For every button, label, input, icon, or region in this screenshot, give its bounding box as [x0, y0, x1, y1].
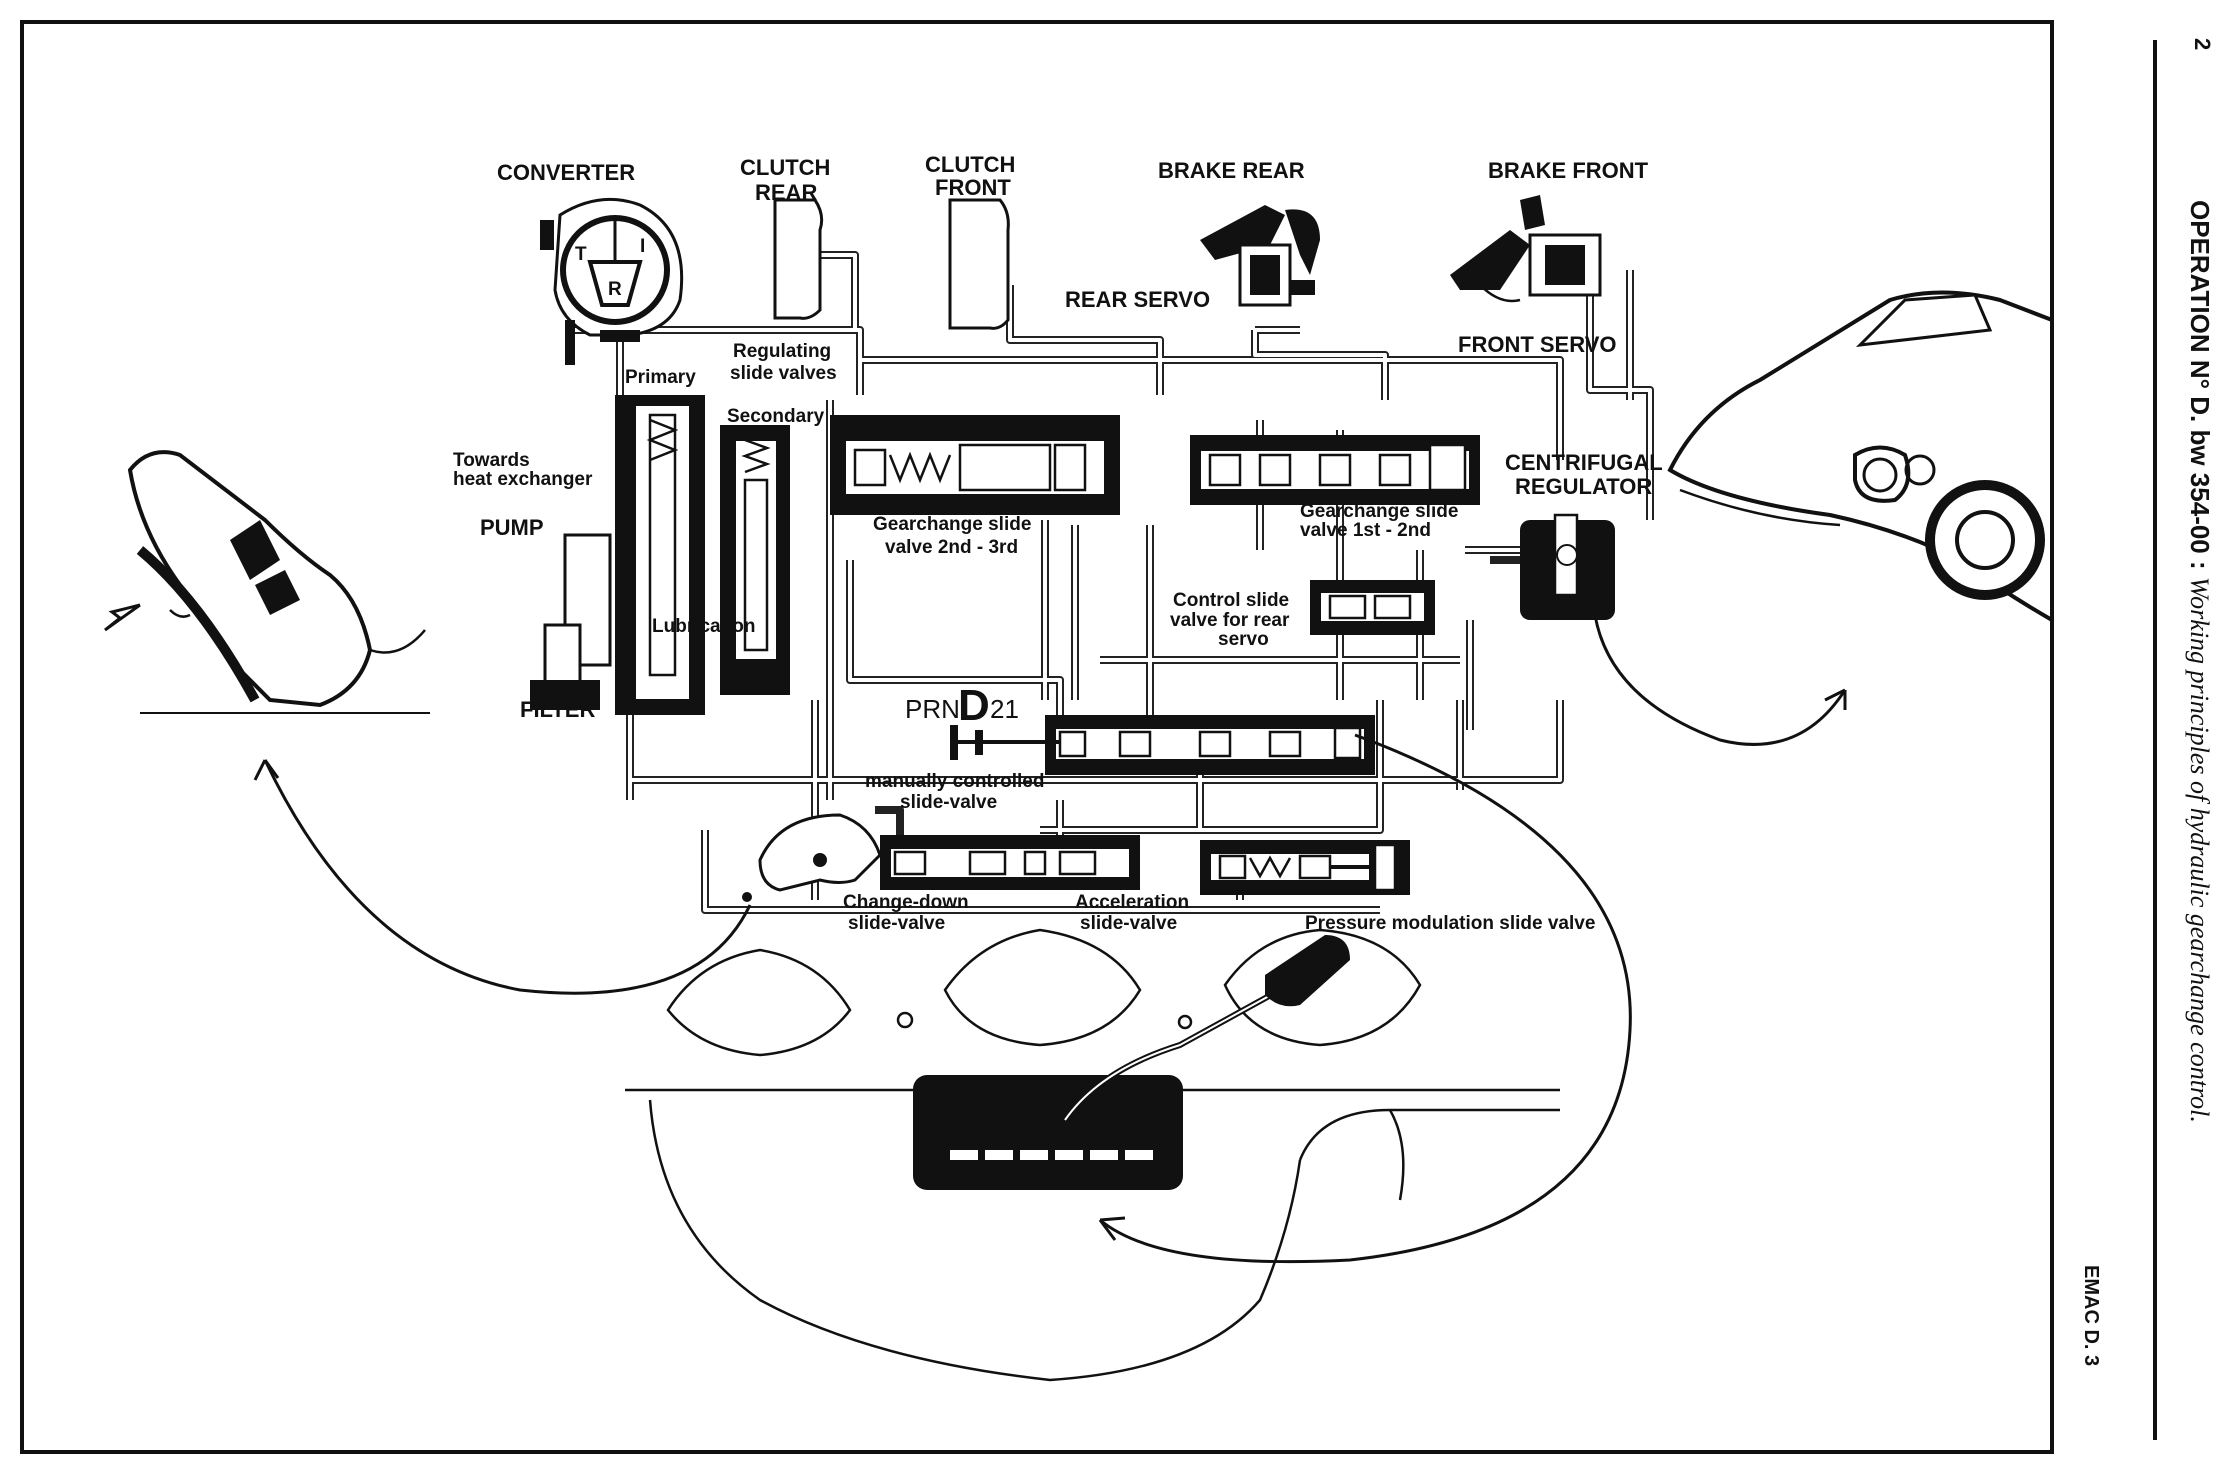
label-rear-servo: REAR SERVO	[1065, 287, 1210, 312]
pressure-modulation-valve	[1200, 840, 1410, 895]
linkage-arrows	[253, 614, 1847, 1264]
label-changedown-1: Change-down	[843, 892, 969, 913]
label-acceleration-2: slide-valve	[1080, 913, 1177, 934]
gearchange-valve-1st-2nd	[1190, 435, 1480, 505]
label-control-1: Control slide	[1173, 590, 1289, 611]
label-clutch-rear-1: CLUTCH	[740, 155, 830, 180]
label-gearchange-23-2: valve 2nd - 3rd	[885, 537, 1018, 558]
label-towards-1: Towards	[453, 450, 530, 471]
gearchange-valve-2nd-3rd	[830, 415, 1120, 515]
car-illustration	[1667, 290, 2054, 624]
label-centrifugal-1: CENTRIFUGAL	[1505, 450, 1663, 475]
label-clutch-front-1: CLUTCH	[925, 152, 1015, 177]
accelerator-cam	[742, 813, 882, 902]
label-gearchange-12-1: Gearchange slide	[1300, 501, 1458, 522]
label-gearchange-12-2: valve 1st - 2nd	[1300, 520, 1431, 541]
label-brake-front: BRAKE FRONT	[1488, 158, 1649, 183]
label-selector-prn: PRN	[905, 694, 960, 724]
pump-regulating-block	[530, 395, 790, 715]
label-primary: Primary	[625, 367, 696, 388]
label-converter-t: T	[575, 244, 587, 265]
clutch-front-shape	[948, 198, 1010, 330]
label-centrifugal-2: REGULATOR	[1515, 474, 1652, 499]
label-pressure-mod: Pressure modulation slide valve	[1305, 913, 1595, 934]
label-regulating-2: slide valves	[730, 363, 837, 384]
centrifugal-regulator	[1490, 513, 1615, 620]
converter	[540, 197, 684, 365]
diagram-labels: CONVERTER T I R CLUTCH REAR CLUTCH FRONT…	[453, 152, 1663, 934]
label-changedown-2: slide-valve	[848, 913, 945, 934]
label-front-servo: FRONT SERVO	[1458, 332, 1617, 357]
label-selector-21: 21	[990, 694, 1019, 724]
label-clutch-rear-2: REAR	[755, 180, 817, 205]
changedown-acceleration-valves	[880, 835, 1140, 890]
driver-foot-pedal	[104, 450, 430, 714]
label-converter-r: R	[608, 279, 622, 300]
operation-subtitle: Working principles of hydraulic gearchan…	[2185, 576, 2214, 1123]
label-selector-d: D	[958, 681, 990, 730]
label-brake-rear: BRAKE REAR	[1158, 158, 1305, 183]
clutch-rear-shape	[773, 198, 824, 320]
operation-heading: OPERATION N° D. bw 354-00 : Working prin…	[2184, 200, 2215, 1123]
label-filter: FILTER	[520, 697, 595, 722]
rear-servo	[1200, 205, 1320, 307]
page-number: 2	[2190, 38, 2215, 51]
label-pump: PUMP	[480, 515, 544, 540]
label-converter: CONVERTER	[497, 160, 635, 185]
emac-reference: EMAC D. 3	[2080, 1265, 2102, 1367]
label-clutch-front-2: FRONT	[935, 175, 1011, 200]
label-acceleration-1: Acceleration	[1075, 892, 1189, 913]
gear-selector	[913, 935, 1350, 1190]
label-gearchange-23-1: Gearchange slide	[873, 514, 1031, 535]
label-lubrication: Lubrication	[652, 616, 755, 637]
control-valve-rear-servo	[1310, 580, 1435, 635]
label-control-2: valve for rear	[1170, 610, 1290, 631]
label-manual-2: slide-valve	[900, 792, 997, 813]
operation-title: OPERATION N° D. bw 354-00 :	[2185, 200, 2215, 570]
label-control-3: servo	[1218, 629, 1269, 650]
label-towards-2: heat exchanger	[453, 469, 593, 490]
manual-slide-valve	[950, 715, 1375, 775]
diagram-frame	[20, 20, 2054, 1454]
label-regulating-1: Regulating	[733, 341, 831, 362]
label-converter-i: I	[640, 236, 645, 257]
front-servo	[1450, 195, 1602, 303]
label-secondary: Secondary	[727, 406, 825, 427]
label-manual-1: manually controlled	[865, 771, 1044, 792]
